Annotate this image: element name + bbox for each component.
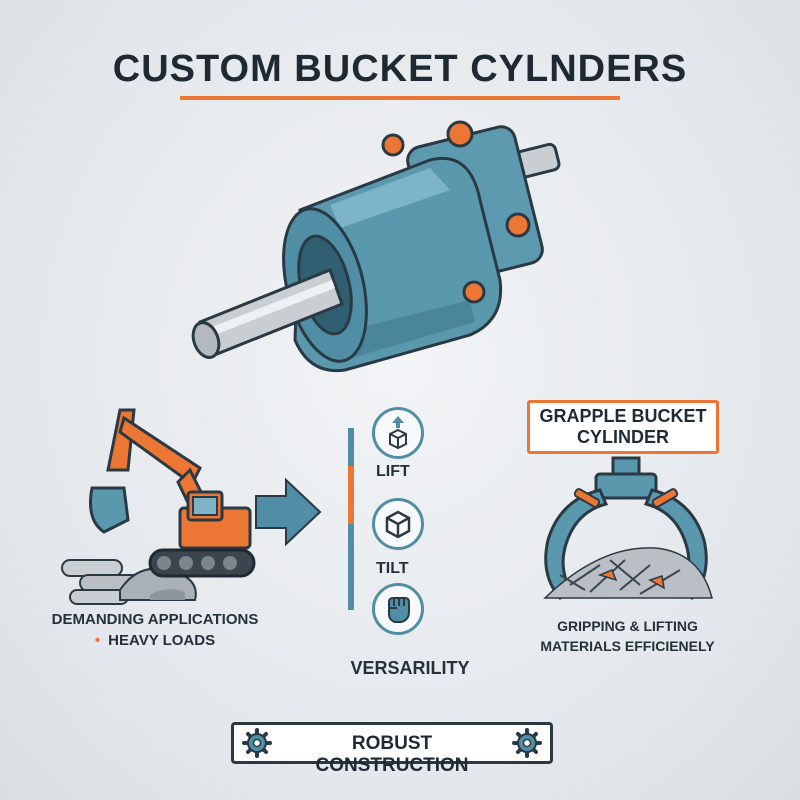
gear-icon: [242, 728, 272, 758]
orange-fittings: [381, 120, 531, 304]
page-title: Custom Bucket Cylnders: [112, 48, 688, 90]
grapple-pistons: [573, 488, 679, 508]
cylinder-barrel: [293, 156, 503, 373]
versatility-caption: Versarility: [350, 658, 470, 678]
banner-text: Robust Construction: [315, 733, 469, 776]
cube-icon: [385, 510, 411, 539]
scrap-pile: [543, 547, 713, 599]
lift-icon-circle: [372, 407, 424, 459]
tilt-icon-circle: [372, 498, 424, 550]
robust-construction-banner: Robust Construction: [231, 722, 553, 776]
heavy-loads-text: Heavy Loads: [108, 632, 216, 649]
title-underline: [180, 96, 620, 100]
excavator-grapple: [89, 486, 130, 534]
gear-icon: [512, 728, 542, 758]
feature-tilt-label: Tilt: [376, 560, 409, 577]
bullet-dot: •: [94, 632, 101, 649]
excavator-body: [178, 490, 252, 550]
fist-icon: [388, 597, 410, 623]
demanding-applications-caption: Demanding Applications: [51, 611, 259, 628]
grapple-title-line1: Grapple Bucket: [539, 406, 707, 426]
excavator-tracks: [148, 548, 256, 578]
grapple-title-line2: Cylinder: [576, 427, 669, 447]
grapple-hub: [594, 456, 658, 500]
piston-rod: [191, 268, 344, 359]
materials-efficiently-caption: Materials Efficienely: [540, 638, 715, 654]
strength-icon-circle: [372, 583, 424, 635]
feature-lift-label: Lift: [376, 463, 410, 480]
box-up-arrow-icon: [389, 416, 407, 450]
gripping-lifting-caption: Gripping & Lifting: [557, 618, 698, 634]
grapple-title-box: Grapple Bucket Cylinder: [527, 400, 719, 454]
heavy-loads-caption: • Heavy Loads: [20, 632, 290, 649]
